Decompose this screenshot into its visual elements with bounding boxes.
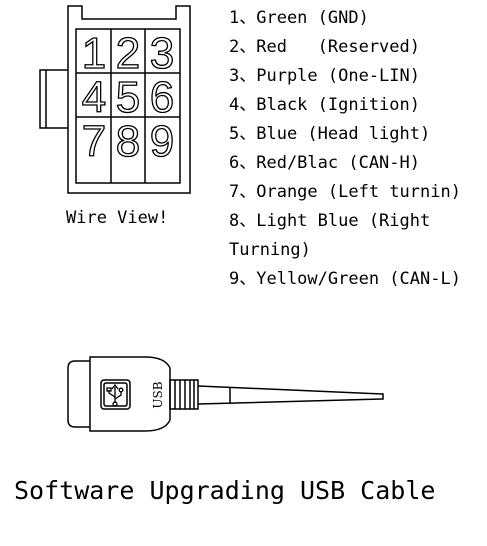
pin-number: 4 xyxy=(82,73,106,122)
wire-item: Turning) xyxy=(229,240,311,260)
connector-latch xyxy=(39,69,68,129)
usb-plug-metal xyxy=(67,360,90,428)
wire-view-label: Wire View! xyxy=(66,208,169,228)
usb-logo-box xyxy=(100,379,131,410)
connector-housing xyxy=(67,5,191,194)
pin-number: 9 xyxy=(150,117,174,166)
usb-cable-wire xyxy=(197,385,384,405)
usb-strain-relief xyxy=(169,379,199,410)
wire-item: 1、Green (GND) xyxy=(229,8,369,28)
pin-number: 2 xyxy=(116,29,140,78)
pin-number: 7 xyxy=(82,117,106,166)
usb-plug-body xyxy=(89,356,171,432)
pin-number: 8 xyxy=(116,117,140,166)
pin-grid xyxy=(75,28,181,184)
caption: Software Upgrading USB Cable xyxy=(14,476,436,505)
pin-number: 1 xyxy=(82,29,106,78)
wire-item: 2、Red (Reserved) xyxy=(229,37,420,57)
wire-item: 4、Black (Ignition) xyxy=(229,95,420,115)
usb-cable xyxy=(67,356,384,432)
usb-label: USB xyxy=(151,381,165,408)
wire-item: 8、Light Blue (Right xyxy=(229,211,431,231)
wire-item: 5、Blue (Head light) xyxy=(229,124,431,144)
wire-item: 7、Orange (Left turnin) xyxy=(229,182,461,202)
wire-item: 3、Purple (One-LIN) xyxy=(229,66,420,86)
pin-number: 6 xyxy=(150,73,174,122)
usb-icon xyxy=(106,383,124,407)
wire-item: 9、Yellow/Green (CAN-L) xyxy=(229,269,461,289)
wire-list: 1、Green (GND) 2、Red (Reserved) 3、Purple … xyxy=(229,4,461,294)
pin-number: 5 xyxy=(116,73,140,122)
pin-number: 3 xyxy=(150,29,174,78)
pin-numbers: 1 2 3 4 5 6 7 8 9 xyxy=(81,28,175,166)
connector xyxy=(39,5,191,194)
wire-item: 6、Red/Blac (CAN-H) xyxy=(229,153,420,173)
